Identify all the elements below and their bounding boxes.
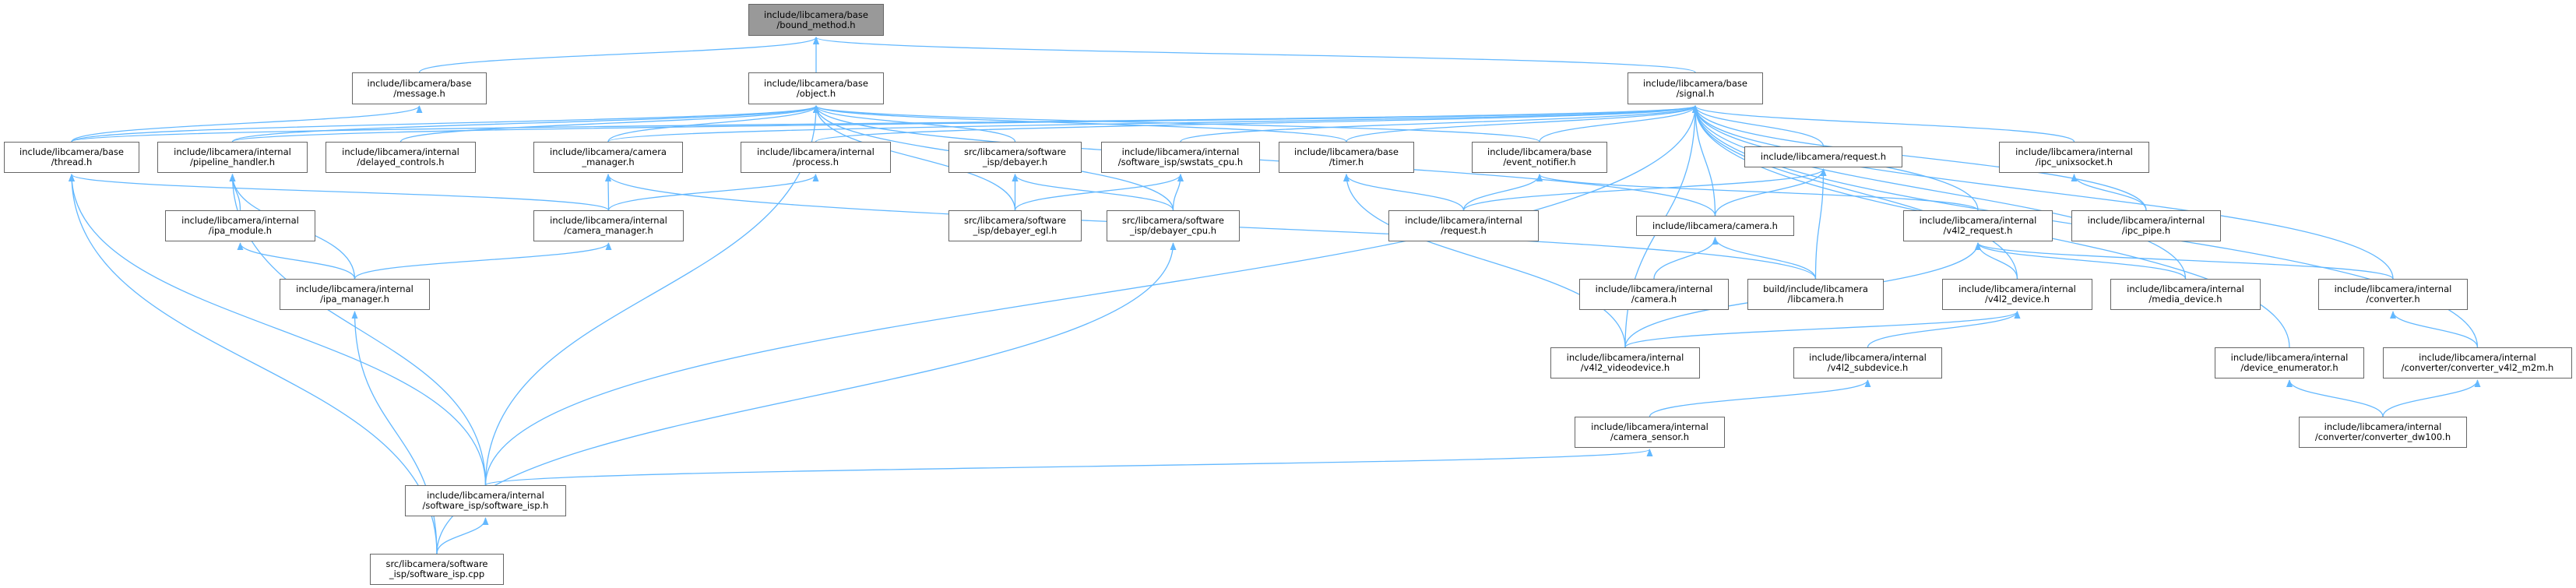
- edge-software_isp_h-to-object: [484, 105, 819, 486]
- edge-v4l2_videodevice-to-timer: [1343, 174, 1626, 348]
- edge-message-to-bound_method: [418, 37, 819, 73]
- graph-node-thread[interactable]: include/libcamera/base /thread.h: [4, 142, 139, 173]
- edge-media_device-to-v4l2_request: [1975, 242, 2187, 280]
- graph-node-v4l2-subdevice[interactable]: include/libcamera/internal /v4l2_subdevi…: [1793, 347, 1942, 379]
- graph-node-process[interactable]: include/libcamera/internal /process.h: [741, 142, 891, 173]
- edge-ipc_pipe-to-ipc_unixsocket: [2071, 174, 2147, 211]
- edge-camera_manager_pub-to-object: [607, 105, 819, 143]
- edge-converter_dw100-to-converter_v4l2_m2m: [2382, 379, 2481, 417]
- graph-node-debayer-egl[interactable]: src/libcamera/software _isp/debayer_egl.…: [948, 210, 1082, 241]
- graph-node-camera-manager-int[interactable]: include/libcamera/internal /camera_manag…: [533, 210, 684, 241]
- edge-libcamera_build-to-camera_pub: [1712, 237, 1817, 280]
- edge-ipc_unixsocket-to-signal: [1692, 105, 2075, 143]
- edge-request_pub-to-signal: [1692, 105, 1825, 147]
- edge-thread-to-object: [71, 105, 819, 143]
- graph-node-camera-manager-pub[interactable]: include/libcamera/camera _manager.h: [533, 142, 683, 173]
- edge-libcamera_build-to-request_pub: [1814, 168, 1827, 280]
- edge-timer-to-signal: [1346, 105, 1698, 143]
- graph-node-camera-int[interactable]: include/libcamera/internal /camera.h: [1579, 279, 1729, 310]
- graph-node-converter-v4l2-m2m[interactable]: include/libcamera/internal /converter/co…: [2383, 347, 2572, 379]
- edge-converter-to-signal: [1692, 105, 2394, 280]
- edge-request_int-to-request_pub: [1462, 168, 1827, 211]
- edge-camera_pub-to-signal: [1692, 105, 1716, 217]
- edge-signal-to-bound_method: [813, 37, 1696, 73]
- graph-node-libcamera-build[interactable]: build/include/libcamera /libcamera.h: [1747, 279, 1884, 310]
- graph-node-ipa-manager[interactable]: include/libcamera/internal /ipa_manager.…: [280, 279, 430, 310]
- edge-camera_manager_int-to-process: [607, 174, 819, 211]
- graph-node-object[interactable]: include/libcamera/base /object.h: [748, 72, 884, 104]
- edge-camera_pub-to-request_pub: [1714, 168, 1827, 217]
- edge-camera_manager_pub-to-signal: [607, 105, 1698, 143]
- graph-node-pipeline-handler[interactable]: include/libcamera/internal /pipeline_han…: [157, 142, 308, 173]
- edge-software_isp_h-to-thread: [69, 174, 487, 486]
- graph-node-v4l2-videodevice[interactable]: include/libcamera/internal /v4l2_videode…: [1550, 347, 1700, 379]
- edge-request_int-to-event_notifier: [1462, 174, 1543, 211]
- edge-camera_sensor-to-v4l2_subdevice: [1649, 379, 1871, 417]
- graph-node-bound-method: include/libcamera/base /bound_method.h: [748, 4, 884, 36]
- edge-delayed_controls-to-object: [399, 105, 819, 143]
- graph-node-debayer[interactable]: src/libcamera/software _isp/debayer.h: [948, 142, 1082, 173]
- edge-media_device-to-signal: [1692, 105, 2187, 280]
- graph-node-converter[interactable]: include/libcamera/internal /converter.h: [2318, 279, 2468, 310]
- graph-node-ipc-pipe[interactable]: include/libcamera/internal /ipc_pipe.h: [2071, 210, 2221, 241]
- graph-node-device-enumerator[interactable]: include/libcamera/internal /device_enume…: [2215, 347, 2364, 379]
- edge-camera_int-to-camera_pub: [1653, 237, 1719, 280]
- graph-node-camera-sensor[interactable]: include/libcamera/internal /camera_senso…: [1575, 417, 1725, 448]
- edge-converter_dw100-to-device_enumerator: [2286, 379, 2384, 417]
- graph-node-debayer-cpu[interactable]: src/libcamera/software _isp/debayer_cpu.…: [1107, 210, 1240, 241]
- edge-timer-to-object: [813, 105, 1347, 143]
- graph-node-request-pub[interactable]: include/libcamera/request.h: [1744, 146, 1902, 167]
- graph-node-message[interactable]: include/libcamera/base /message.h: [352, 72, 487, 104]
- edge-ipc_pipe-to-signal: [1692, 105, 2147, 211]
- graph-node-event-notifier[interactable]: include/libcamera/base /event_notifier.h: [1472, 142, 1607, 173]
- graph-node-v4l2-request[interactable]: include/libcamera/internal /v4l2_request…: [1903, 210, 2053, 241]
- edge-camera_manager_int-to-thread: [69, 174, 610, 211]
- edge-software_isp_cpp-to-ipa_manager: [351, 311, 438, 555]
- graph-node-media-device[interactable]: include/libcamera/internal /media_device…: [2110, 279, 2261, 310]
- edge-software_isp_cpp-to-software_isp_h: [436, 517, 489, 555]
- edge-ipa_manager-to-ipa_module: [237, 242, 356, 280]
- edge-converter-to-v4l2_request: [1975, 242, 2394, 280]
- graph-node-software-isp-cpp[interactable]: src/libcamera/software _isp/software_isp…: [370, 554, 504, 585]
- edge-software_isp_h-to-signal: [484, 105, 1698, 486]
- graph-node-signal[interactable]: include/libcamera/base /signal.h: [1628, 72, 1763, 104]
- edge-event_notifier-to-signal: [1539, 105, 1698, 143]
- graph-node-camera-pub[interactable]: include/libcamera/camera.h: [1636, 216, 1794, 236]
- edge-thread-to-message: [71, 105, 423, 143]
- graph-node-ipa-module[interactable]: include/libcamera/internal /ipa_module.h: [165, 210, 315, 241]
- edge-debayer_egl-to-swstats_cpu: [1014, 174, 1184, 211]
- edge-camera_pub-to-object: [813, 105, 1716, 217]
- edge-software_isp_cpp-to-thread: [69, 174, 438, 555]
- edge-pipeline_handler-to-signal: [231, 105, 1698, 143]
- edge-request_int-to-timer: [1343, 174, 1465, 211]
- edge-camera_manager_int-to-camera_manager_pub: [605, 174, 612, 211]
- edge-debayer_cpu-to-swstats_cpu: [1172, 174, 1184, 211]
- edge-ipa_manager-to-camera_manager_int: [354, 242, 612, 280]
- edge-process-to-signal: [815, 105, 1698, 143]
- edge-v4l2_device-to-signal: [1692, 105, 2018, 280]
- graph-node-ipc-unixsocket[interactable]: include/libcamera/internal /ipc_unixsock…: [1999, 142, 2149, 173]
- graph-node-v4l2-device[interactable]: include/libcamera/internal /v4l2_device.…: [1942, 279, 2092, 310]
- edge-software_isp_h-to-camera_sensor: [484, 449, 1652, 486]
- graph-node-request-int[interactable]: include/libcamera/internal /request.h: [1388, 210, 1539, 241]
- graph-node-delayed-controls[interactable]: include/libcamera/internal /delayed_cont…: [326, 142, 476, 173]
- graph-node-timer[interactable]: include/libcamera/base /timer.h: [1279, 142, 1414, 173]
- graph-node-swstats-cpu[interactable]: include/libcamera/internal /software_isp…: [1101, 142, 1260, 173]
- edge-swstats_cpu-to-signal: [1180, 105, 1698, 143]
- edge-v4l2_request-to-event_notifier: [1536, 174, 1979, 211]
- graph-node-software-isp-h[interactable]: include/libcamera/internal /software_isp…: [405, 485, 566, 516]
- edge-pipeline_handler-to-object: [231, 105, 819, 143]
- edge-v4l2_videodevice-to-v4l2_device: [1624, 311, 2021, 348]
- graph-node-converter-dw100[interactable]: include/libcamera/internal /converter/co…: [2299, 417, 2467, 448]
- edge-v4l2_subdevice-to-v4l2_device: [1867, 311, 2021, 348]
- edge-converter_v4l2_m2m-to-converter: [2390, 311, 2479, 348]
- edge-v4l2_device-to-v4l2_request: [1975, 242, 2018, 280]
